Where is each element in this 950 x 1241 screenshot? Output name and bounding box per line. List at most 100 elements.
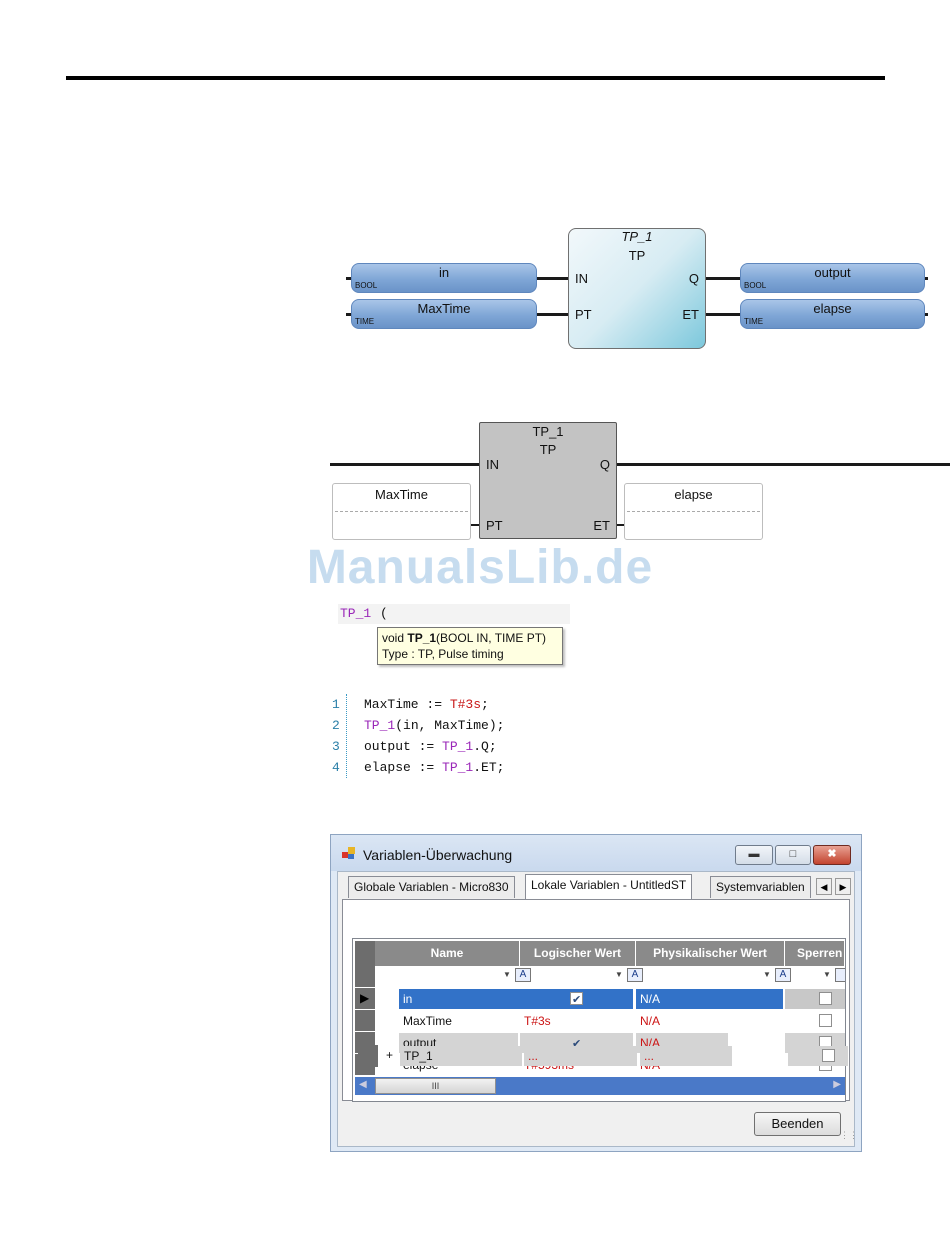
st-autocomplete-line[interactable]: TP_1 ( [338, 604, 570, 624]
filter-dropdown-icon[interactable]: ▼ [503, 970, 511, 979]
wire [704, 313, 742, 316]
column-header-physical-value[interactable]: Physikalischer Wert [636, 941, 785, 966]
scroll-right-icon[interactable]: ▶ [833, 1079, 841, 1090]
lock-checkbox[interactable] [822, 1049, 835, 1062]
gutter-line [346, 694, 347, 778]
resize-grip-icon[interactable]: ⋮⋮ [840, 1130, 858, 1140]
variable-name: elapse [674, 487, 713, 502]
title-bar[interactable]: Variablen-Überwachung ▬ □ ✖ [331, 835, 861, 871]
cell-physical[interactable]: N/A [640, 1014, 661, 1028]
cell-name: MaxTime [403, 1014, 452, 1028]
table-row[interactable]: MaxTime T#3s N/A [375, 1010, 845, 1032]
line-number: 3 [332, 739, 340, 754]
fbd-output-variable[interactable]: elapse TIME [740, 299, 925, 329]
fbd-input-variable[interactable]: MaxTime TIME [351, 299, 537, 329]
variable-name: elapse [813, 301, 852, 316]
wire [346, 277, 354, 280]
filter-dropdown-icon[interactable]: ▼ [763, 970, 771, 979]
filter-dropdown-icon[interactable]: ▼ [615, 970, 623, 979]
lock-checkbox[interactable] [819, 992, 832, 1005]
watermark: ManualsLib.de [306, 541, 654, 594]
filter-icon[interactable]: A [627, 968, 643, 982]
table-row[interactable]: + TP_1 ... ... [358, 1045, 848, 1067]
scroll-thumb[interactable]: III [375, 1078, 496, 1094]
code-line: TP_1(in, MaxTime); [364, 718, 505, 733]
lock-checkbox[interactable] [819, 1014, 832, 1027]
cell-name: in [399, 989, 541, 1009]
wire [467, 524, 480, 526]
fbd-input-variable[interactable]: in BOOL [351, 263, 537, 293]
ld-function-block[interactable]: TP_1 TP IN PT Q ET [479, 422, 617, 539]
filter-dropdown-icon[interactable]: ▼ [823, 970, 831, 979]
pin-in: IN [486, 457, 499, 472]
close-window-button[interactable]: ✖ [813, 845, 851, 865]
tab-scroll-left[interactable]: ◀ [816, 878, 832, 895]
variables-grid: Name Logischer Wert Physikalischer Wert … [352, 938, 846, 1102]
wire [922, 313, 928, 316]
scroll-left-icon[interactable]: ◀ [359, 1079, 367, 1090]
horizontal-scrollbar[interactable]: ◀ III ▶ [355, 1077, 845, 1095]
row-header [355, 966, 375, 988]
filter-icon[interactable]: A [775, 968, 791, 982]
cell-logical[interactable]: T#3s [524, 1014, 551, 1028]
tab-scroll-right[interactable]: ▶ [835, 878, 851, 895]
cell-logical[interactable]: ... [524, 1046, 637, 1066]
variable-name: output [814, 265, 851, 280]
minimize-button[interactable]: ▬ [735, 845, 773, 865]
close-icon: ✖ [827, 848, 837, 860]
logical-checkbox[interactable] [570, 1034, 583, 1053]
column-header-logical-value[interactable]: Logischer Wert [520, 941, 636, 966]
tooltip-type: Type : TP, Pulse timing [382, 647, 504, 661]
cell-lock[interactable] [785, 1011, 845, 1031]
ld-output-variable[interactable]: elapse [624, 483, 763, 540]
fbd-function-block[interactable]: TP_1 TP IN PT Q ET [568, 228, 706, 349]
line-number: 2 [332, 718, 340, 733]
cell-lock[interactable] [788, 1046, 848, 1066]
tab-local-variables[interactable]: Lokale Variablen - UntitledST [525, 874, 693, 899]
window-client: Globale Variablen - Micro830 Lokale Vari… [337, 871, 858, 1147]
logical-checkbox[interactable] [570, 990, 583, 1009]
cell-physical[interactable]: ... [640, 1046, 732, 1066]
column-header-name[interactable]: Name [375, 941, 520, 966]
row-header-current[interactable]: ▶ [355, 988, 375, 1010]
table-row[interactable]: in N/A [375, 988, 845, 1010]
variable-monitor-window: Variablen-Überwachung ▬ □ ✖ Globale Vari… [330, 834, 862, 1152]
cell-lock[interactable] [785, 989, 845, 1009]
close-button[interactable]: Beenden [754, 1112, 841, 1136]
filter-icon[interactable] [835, 968, 845, 982]
tab-system-variables[interactable]: Systemvariablen [710, 876, 811, 898]
wire [616, 524, 626, 526]
filter-icon[interactable]: A [515, 968, 531, 982]
wire [534, 313, 570, 316]
cell-logical[interactable] [520, 989, 633, 1009]
fbd-output-variable[interactable]: output BOOL [740, 263, 925, 293]
block-type-name: TP [628, 248, 646, 263]
grid-corner [355, 941, 375, 966]
pin-pt: PT [486, 518, 503, 533]
cell-physical[interactable]: N/A [636, 989, 783, 1009]
pin-pt: PT [575, 307, 592, 322]
column-header-lock[interactable]: Sperren [785, 941, 845, 966]
maximize-button[interactable]: □ [775, 845, 811, 865]
variable-type: BOOL [744, 281, 767, 290]
variable-name: in [438, 265, 450, 280]
pin-et: ET [682, 307, 699, 322]
st-code-editor[interactable] [330, 694, 590, 778]
pin-et: ET [593, 518, 610, 533]
row-header[interactable] [355, 1076, 375, 1077]
arrow-left-icon: ◀ [820, 882, 828, 892]
header-rule [66, 76, 885, 80]
pin-q: Q [599, 457, 610, 472]
ld-input-variable[interactable]: MaxTime [332, 483, 471, 540]
signature-tooltip: void TP_1(BOOL IN, TIME PT) Type : TP, P… [377, 627, 563, 665]
row-header[interactable] [355, 1010, 375, 1032]
tab-global-variables[interactable]: Globale Variablen - Micro830 [348, 876, 515, 898]
wire [534, 277, 570, 280]
maximize-icon: □ [789, 848, 797, 860]
arrow-right-icon: ▶ [839, 882, 847, 892]
wire [346, 313, 354, 316]
variable-type: TIME [744, 317, 764, 326]
expand-icon[interactable]: + [386, 1048, 394, 1062]
rung-wire [616, 463, 950, 466]
code-line: MaxTime := T#3s; [364, 697, 489, 712]
